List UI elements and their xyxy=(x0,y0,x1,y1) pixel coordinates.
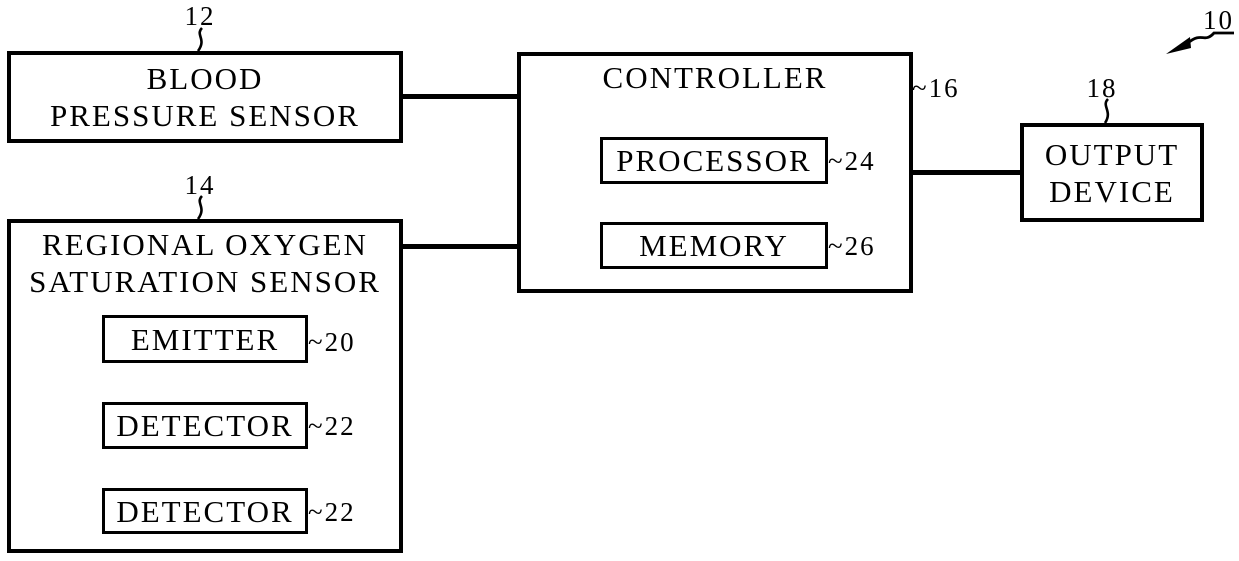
blood-pressure-sensor-label-line2: PRESSURE SENSOR xyxy=(50,98,360,133)
memory-box: MEMORY xyxy=(600,222,828,269)
output-device-label-line2: DEVICE xyxy=(1049,173,1175,209)
connector-ross-to-controller xyxy=(401,244,519,249)
ref-numeral-10: 10 xyxy=(1203,5,1234,35)
leader-squiggle-14 xyxy=(196,195,204,220)
connector-bps-to-controller xyxy=(401,94,519,99)
blood-pressure-sensor-box: BLOOD PRESSURE SENSOR xyxy=(7,51,403,143)
ref-numeral-14: 14 xyxy=(184,170,216,200)
controller-label: CONTROLLER xyxy=(602,60,828,95)
detector-2-label: DETECTOR xyxy=(116,493,294,529)
ref-numeral-20: ~20 xyxy=(308,327,356,357)
output-device-box: OUTPUT DEVICE xyxy=(1020,123,1204,222)
ref-numeral-24: ~24 xyxy=(828,146,876,176)
processor-label: PROCESSOR xyxy=(616,143,812,178)
ref-numeral-16: ~16 xyxy=(912,73,960,103)
ross-label-line1: REGIONAL OXYGEN xyxy=(42,227,368,262)
output-device-label-line1: OUTPUT xyxy=(1044,136,1180,172)
processor-box: PROCESSOR xyxy=(600,137,828,184)
detector-box-2: DETECTOR xyxy=(102,488,308,534)
ref-numeral-18: 18 xyxy=(1086,73,1118,103)
ref-numeral-26: ~26 xyxy=(828,231,876,261)
leader-squiggle-12 xyxy=(196,27,204,52)
connector-controller-to-output xyxy=(911,170,1022,175)
memory-label: MEMORY xyxy=(639,228,789,263)
ross-label-line2: SATURATION SENSOR xyxy=(29,264,381,299)
blood-pressure-sensor-label-line1: BLOOD xyxy=(146,61,264,96)
leader-squiggle-18 xyxy=(1103,98,1110,124)
emitter-label: EMITTER xyxy=(130,321,280,357)
ref-numeral-12: 12 xyxy=(184,1,216,31)
ref-numeral-22b: ~22 xyxy=(308,497,356,527)
detector-box-1: DETECTOR xyxy=(102,402,308,449)
detector-1-label: DETECTOR xyxy=(116,408,294,443)
emitter-box: EMITTER xyxy=(102,315,308,363)
system-ref-arrow-icon xyxy=(1166,31,1234,54)
ref-numeral-22a: ~22 xyxy=(308,411,356,441)
